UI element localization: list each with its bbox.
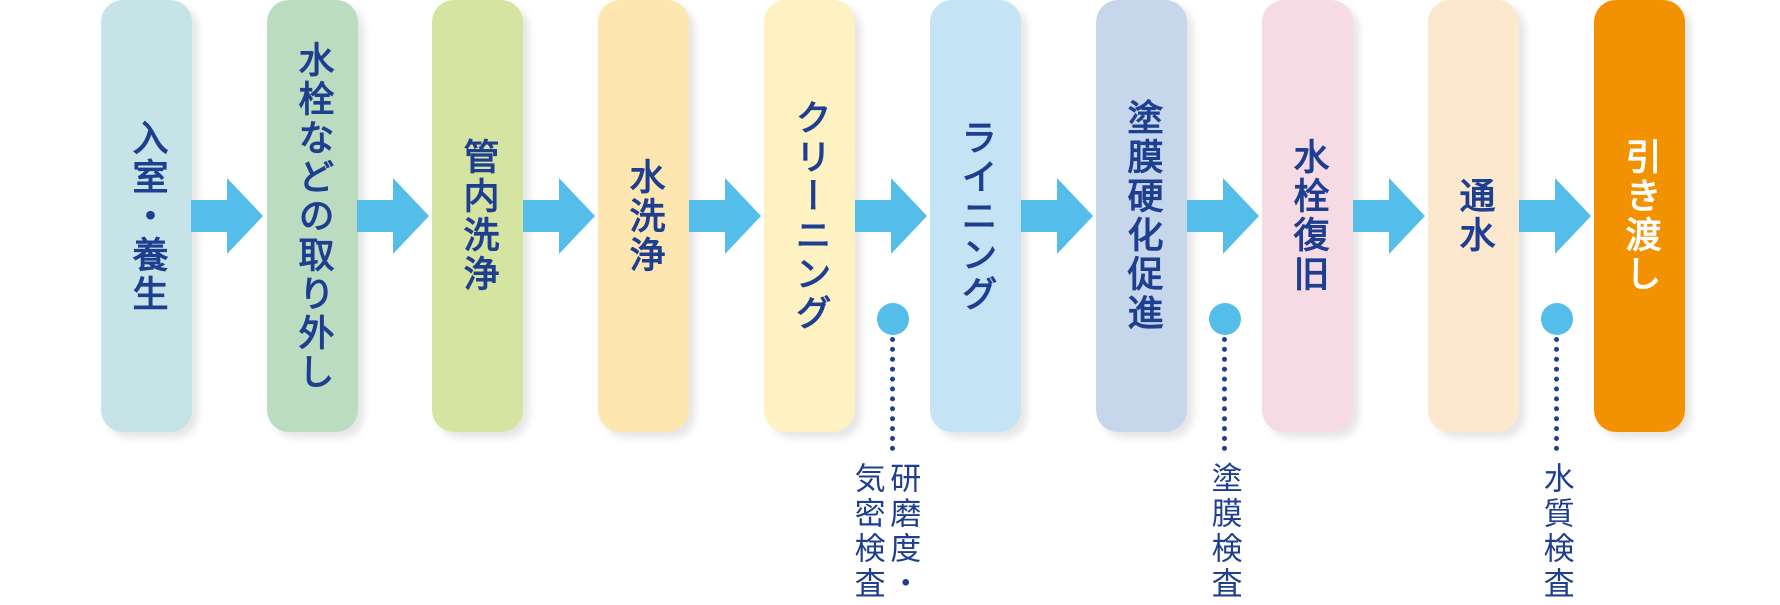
arrow-right-icon bbox=[1187, 178, 1259, 254]
arrow-right-icon bbox=[855, 178, 927, 254]
inspection-dotted-line bbox=[1554, 337, 1559, 451]
inspection-label-water-quality: 水質検査 bbox=[1537, 462, 1574, 602]
step-pipe-cleaning: 管内洗浄 bbox=[432, 0, 523, 432]
inspection-marker-dot bbox=[877, 303, 909, 335]
arrow-right-icon bbox=[523, 178, 595, 254]
step-handover: 引き渡し bbox=[1594, 0, 1685, 432]
arrow-right-icon bbox=[1353, 178, 1425, 254]
arrow-right-icon bbox=[1021, 178, 1093, 254]
step-label: 水栓などの取り外し bbox=[292, 40, 334, 392]
step-faucet-removal: 水栓などの取り外し bbox=[267, 0, 358, 432]
arrow-right-icon bbox=[689, 178, 761, 254]
step-lining: ライニング bbox=[930, 0, 1021, 432]
step-cleaning: クリーニング bbox=[764, 0, 855, 432]
arrow-right-icon bbox=[191, 178, 263, 254]
step-label: クリーニング bbox=[789, 99, 831, 333]
step-label: 管内洗浄 bbox=[457, 138, 499, 294]
step-label: ライニング bbox=[955, 118, 997, 314]
step-coating-curing: 塗膜硬化促進 bbox=[1096, 0, 1187, 432]
step-water-wash: 水洗浄 bbox=[598, 0, 689, 432]
arrow-right-icon bbox=[357, 178, 429, 254]
step-label: 引き渡し bbox=[1619, 138, 1661, 294]
step-label: 入室・養生 bbox=[126, 118, 168, 314]
inspection-dotted-line bbox=[1222, 337, 1227, 451]
arrow-right-icon bbox=[1519, 178, 1591, 254]
inspection-marker-dot bbox=[1209, 303, 1241, 335]
step-faucet-restoration: 水栓復旧 bbox=[1262, 0, 1353, 432]
inspection-label-polish-airtight: 研磨度・気密検査 bbox=[848, 462, 921, 602]
step-label: 水栓復旧 bbox=[1287, 138, 1329, 294]
step-label: 塗膜硬化促進 bbox=[1121, 99, 1163, 333]
inspection-marker-dot bbox=[1541, 303, 1573, 335]
inspection-label-coating: 塗膜検査 bbox=[1205, 462, 1242, 602]
step-label: 通水 bbox=[1453, 177, 1495, 255]
step-label: 水洗浄 bbox=[623, 157, 665, 275]
step-water-flow: 通水 bbox=[1428, 0, 1519, 432]
inspection-dotted-line bbox=[890, 337, 895, 451]
step-entry-protection: 入室・養生 bbox=[101, 0, 192, 432]
